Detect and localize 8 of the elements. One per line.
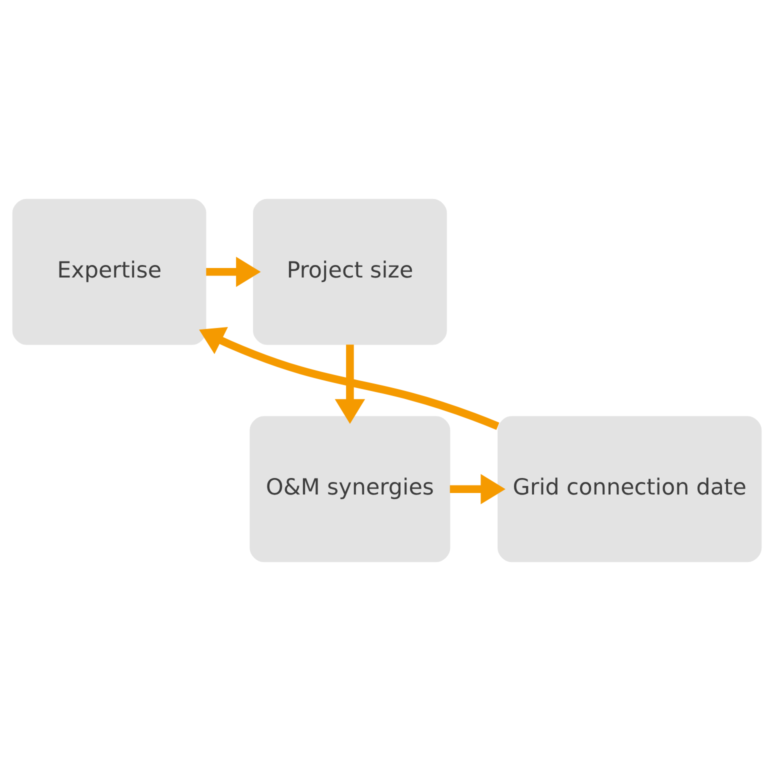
arrow <box>450 474 506 504</box>
arrow <box>334 344 366 424</box>
node-box: Expertise <box>12 198 206 345</box>
arrow <box>206 256 261 288</box>
node-box: O&M synergies <box>250 416 450 562</box>
node-box: Grid connection date <box>498 416 762 562</box>
arrow <box>199 326 500 430</box>
node-box: Project size <box>253 198 447 345</box>
